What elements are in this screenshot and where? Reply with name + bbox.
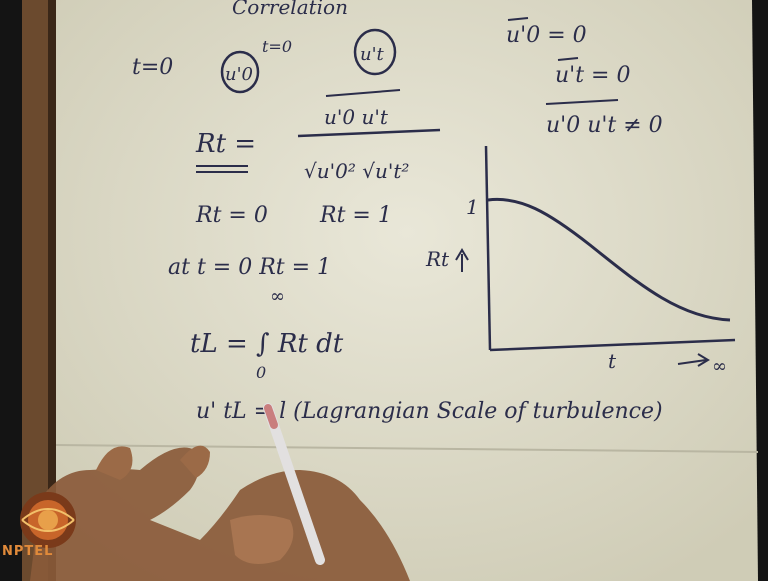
paper-sheet xyxy=(56,0,758,581)
integral-lower-limit: 0 xyxy=(256,363,266,382)
plot-x-label: t xyxy=(608,349,617,373)
plot-x-axis xyxy=(489,338,736,352)
mean-u0-eq: u'0 = 0 xyxy=(506,23,587,48)
nptel-logo-text: NPTEL xyxy=(2,544,54,559)
mean-ut-eq: u't = 0 xyxy=(555,63,630,88)
u0-symbol: u'0 xyxy=(225,64,253,85)
nptel-logo xyxy=(20,492,76,548)
plot-y-label: Rt xyxy=(425,247,450,271)
circle-u0 xyxy=(220,50,260,94)
plot-x-arrow-infinity: ∞ xyxy=(712,356,727,377)
fraction-bar xyxy=(297,128,441,138)
integral-upper-limit: ∞ xyxy=(270,286,285,307)
circle-ut xyxy=(353,28,397,76)
rt-definition-denominator: √u'0² √u't² xyxy=(304,159,409,183)
t-equals-zero: t=0 xyxy=(262,37,292,56)
plot-y-axis xyxy=(484,145,492,351)
tl-integral: tL = ∫ Rt dt xyxy=(190,329,344,359)
rt-zero: Rt = 0 xyxy=(195,203,268,228)
t0-label: t=0 xyxy=(132,55,173,80)
rt-definition-numerator: u'0 u't xyxy=(324,105,389,129)
rt-one: Rt = 1 xyxy=(319,203,392,228)
correlation-plot: 1 Rt t ∞ xyxy=(425,145,736,377)
plot-y-tick-one: 1 xyxy=(466,195,479,219)
rt-definition-lhs: Rt = xyxy=(195,129,256,159)
rt-decay-curve xyxy=(487,197,731,322)
at-t0-condition: at t = 0 Rt = 1 xyxy=(168,255,331,280)
pen xyxy=(263,403,325,565)
ut-symbol: u't xyxy=(360,44,385,65)
header-word: Correlation xyxy=(232,0,348,19)
mean-product-eq: u'0 u't ≠ 0 xyxy=(546,113,663,138)
